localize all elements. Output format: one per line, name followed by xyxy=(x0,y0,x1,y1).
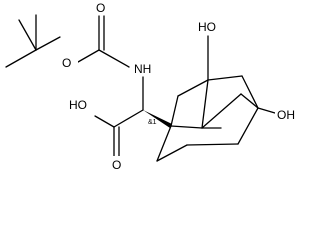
bond xyxy=(240,93,259,109)
adamantane-cage xyxy=(156,35,276,162)
bond xyxy=(237,107,259,145)
bond xyxy=(156,125,172,162)
bond xyxy=(201,79,209,129)
stereo-wedge-bond xyxy=(143,110,172,128)
acid-hydroxyl-label: HO xyxy=(69,98,87,112)
bond xyxy=(94,115,115,128)
bond xyxy=(186,143,239,146)
bond xyxy=(177,79,209,97)
bond xyxy=(77,49,100,63)
tert-butyl-group xyxy=(5,14,61,68)
bond xyxy=(113,109,144,128)
bond xyxy=(241,75,259,109)
bond xyxy=(18,19,37,51)
ester-oxygen-label: O xyxy=(62,56,71,70)
top-hydroxyl-label: HO xyxy=(198,20,216,34)
bond xyxy=(257,107,276,114)
carbonyl-oxygen-label: O xyxy=(96,1,105,15)
bond xyxy=(170,125,203,129)
bond xyxy=(35,36,61,51)
stereo-label: &1 xyxy=(148,119,157,126)
amino-acid-core xyxy=(94,76,172,159)
amine-nh-label: NH xyxy=(134,62,151,76)
atom-labels: O O NH HO O &1 HO OH xyxy=(60,0,301,172)
acid-carbonyl-oxygen-label: O xyxy=(112,158,121,172)
right-hydroxyl-label: OH xyxy=(277,108,295,122)
carbamate-group xyxy=(77,15,130,68)
structure-diagram: O O NH HO O &1 HO OH xyxy=(5,0,301,172)
bond xyxy=(170,95,179,127)
bond xyxy=(98,49,130,68)
bond xyxy=(156,144,188,162)
bond xyxy=(201,93,242,129)
bond xyxy=(207,75,243,81)
bond xyxy=(5,49,37,68)
